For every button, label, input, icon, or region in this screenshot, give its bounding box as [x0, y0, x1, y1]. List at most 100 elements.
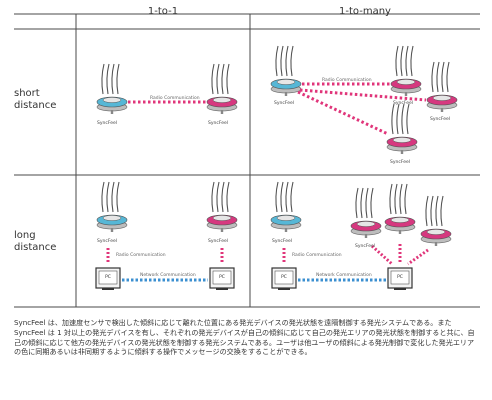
finger-icon — [406, 103, 410, 135]
device-label: SyncFeel — [430, 117, 450, 122]
device-scene — [95, 45, 458, 290]
device-cap — [276, 79, 296, 85]
device-cap — [276, 215, 296, 221]
radio-link-short-b — [299, 88, 427, 102]
pc-label: PC — [219, 275, 225, 280]
device-cap — [356, 221, 376, 227]
column-header-1-to-1: 1-to-1 — [147, 6, 179, 17]
finger-icon — [440, 195, 444, 227]
finger-icon — [396, 103, 400, 135]
finger-icon — [101, 63, 105, 95]
row-label-long-distance: long distance — [14, 230, 56, 254]
finger-icon — [221, 181, 225, 213]
finger-icon — [394, 183, 398, 215]
device-stem — [284, 228, 288, 232]
pc-screen — [390, 270, 410, 285]
row-label-short-distance: short distance — [14, 88, 56, 112]
device-label: SyncFeel — [208, 239, 228, 244]
pc-screen — [212, 270, 232, 285]
pc-left-1tomany — [271, 267, 297, 290]
device-blue-long-1tomany — [270, 181, 302, 232]
device-label: SyncFeel — [393, 101, 413, 106]
finger-icon — [431, 61, 435, 93]
finger-icon — [116, 63, 120, 95]
device-pink-long-1to1 — [206, 181, 238, 232]
finger-icon — [111, 181, 115, 213]
device-stem — [220, 228, 224, 232]
device-cap — [432, 95, 452, 101]
network-label-1to1: Network Communication — [140, 273, 196, 278]
pc-stand — [278, 288, 290, 290]
row-label-short-line1: short — [14, 88, 40, 99]
finger-icon — [101, 181, 105, 213]
finger-icon — [285, 181, 289, 213]
finger-icon — [216, 181, 220, 213]
finger-icon — [355, 187, 359, 219]
radio-link-short-c — [297, 90, 389, 136]
device-stem — [220, 110, 224, 114]
device-pink-short-b — [426, 61, 458, 112]
device-stem — [398, 230, 402, 234]
finger-icon — [275, 45, 279, 77]
device-label: SyncFeel — [274, 101, 294, 106]
device-pink-short-c — [386, 103, 418, 154]
finger-icon — [226, 63, 230, 95]
finger-icon — [365, 187, 369, 219]
finger-icon — [106, 181, 110, 213]
finger-icon — [280, 45, 284, 77]
finger-icon — [395, 45, 399, 77]
device-label: SyncFeel — [97, 121, 117, 126]
pc-screen — [274, 270, 294, 285]
finger-icon — [370, 187, 374, 219]
finger-icon — [401, 103, 405, 135]
pc-label: PC — [281, 275, 287, 280]
finger-icon — [405, 45, 409, 77]
finger-icon — [389, 183, 393, 215]
device-pink-long-c — [420, 195, 452, 246]
radio-label-long-1to1: Radio Communication — [116, 253, 166, 258]
pc-right-1tomany — [387, 267, 413, 290]
finger-icon — [430, 195, 434, 227]
pc-right-1to1 — [209, 267, 235, 290]
finger-icon — [111, 63, 115, 95]
device-label: SyncFeel — [97, 239, 117, 244]
finger-icon — [391, 103, 395, 135]
finger-icon — [404, 183, 408, 215]
radio-link-long-1tomany-a — [370, 244, 394, 266]
network-label-1tomany: Network Communication — [316, 273, 372, 278]
device-label: SyncFeel — [208, 121, 228, 126]
finger-icon — [226, 181, 230, 213]
finger-icon — [216, 63, 220, 95]
device-stem — [364, 234, 368, 238]
device-stem — [110, 228, 114, 232]
device-label: SyncFeel — [390, 160, 410, 165]
finger-icon — [436, 61, 440, 93]
row-label-long-line1: long — [14, 230, 36, 241]
caption-text: SyncFeel は、加速度センサで検出した傾斜に応じて離れた位置にある発光デバ… — [14, 318, 475, 357]
finger-icon — [435, 195, 439, 227]
device-cap — [390, 217, 410, 223]
pc-stand — [394, 288, 406, 290]
device-pink-short-1to1 — [206, 63, 238, 114]
pc-left-1to1 — [95, 267, 121, 290]
finger-icon — [360, 187, 364, 219]
device-blue-long-1to1 — [96, 181, 128, 232]
finger-icon — [441, 61, 445, 93]
finger-icon — [116, 181, 120, 213]
device-cap — [102, 215, 122, 221]
finger-icon — [221, 63, 225, 95]
device-stem — [440, 108, 444, 112]
device-stem — [434, 242, 438, 246]
device-cap — [212, 215, 232, 221]
pc-label: PC — [397, 275, 403, 280]
finger-icon — [290, 181, 294, 213]
row-label-long-line2: distance — [14, 242, 57, 253]
row-label-short-line2: distance — [14, 100, 57, 111]
finger-icon — [410, 45, 414, 77]
finger-icon — [280, 181, 284, 213]
pc-stand — [102, 288, 114, 290]
pc-label: PC — [105, 275, 111, 280]
radio-label-short-1to1: Radio Communication — [150, 96, 200, 101]
finger-icon — [446, 61, 450, 93]
